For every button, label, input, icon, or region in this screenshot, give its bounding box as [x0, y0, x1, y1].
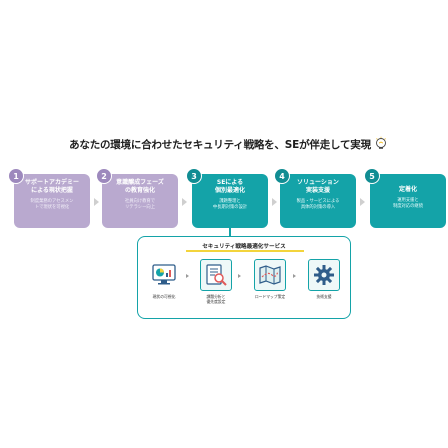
service-item-label: 課題分析と 優先度設定 — [206, 294, 226, 304]
service-item-label: 技術支援 — [316, 294, 332, 299]
step-arrow-icon — [360, 198, 365, 206]
step-3-desc: 課題整理と 中長期対策の設計 — [212, 199, 248, 210]
step-4-title: ソリューション 実装支援 — [297, 179, 339, 194]
step-1-number-badge: 1 — [8, 168, 24, 184]
service-item-roadmap: ロードマップ策定 — [250, 259, 290, 299]
step-1-card: サポートアカデミー による現状把握 制度業務のアセスメン トで現状を可視化 — [14, 174, 90, 228]
lightbulb-icon — [375, 136, 386, 149]
step-2-number-badge: 2 — [96, 168, 112, 184]
step-arrow-icon — [182, 198, 187, 206]
step-4-card: ソリューション 実装支援 製品・サービスによる 具体的対策の導入 — [280, 174, 356, 228]
headline: あなたの環境に合わせたセキュリティ戦略を、SEが伴走して実現 — [24, 134, 434, 154]
step-5-title: 定着化 — [398, 186, 417, 193]
headline-text: あなたの環境に合わせたセキュリティ戦略を、SEが伴走して実現 — [69, 138, 371, 151]
chart-monitor-icon — [148, 259, 180, 291]
step-3-title: SEによる 個別最適化 — [214, 179, 245, 194]
magnifier-checklist-icon — [200, 259, 232, 291]
service-item-label: 現状の可視化 — [152, 294, 176, 299]
step-4-desc: 製品・サービスによる 具体的対策の導入 — [296, 199, 340, 210]
step-5-card: 定着化 運用支援と 制度対応の継続 — [370, 174, 446, 228]
flow-arrow-icon — [186, 274, 189, 278]
service-panel: セキュリティ戦略最適化サービス 現状の可視化 — [137, 236, 351, 319]
connector-line — [229, 228, 231, 236]
gear-icon — [308, 259, 340, 291]
step-4-number-badge: 4 — [274, 168, 290, 184]
step-3-card: SEによる 個別最適化 課題整理と 中長期対策の設計 — [192, 174, 268, 228]
service-item-visualization: 現状の可視化 — [144, 259, 184, 299]
step-5-desc: 運用支援と 制度対応の継続 — [392, 198, 424, 209]
title-underline — [186, 250, 304, 252]
flow-arrow-icon — [293, 274, 296, 278]
step-1-title: サポートアカデミー による現状把握 — [24, 179, 79, 194]
step-arrow-icon — [94, 198, 99, 206]
step-2-card: 意識醸成フェーズ の教育強化 社員向け教育で リテラシー向上 — [102, 174, 178, 228]
step-3-number-badge: 3 — [186, 168, 202, 184]
process-steps: サポートアカデミー による現状把握 制度業務のアセスメン トで現状を可視化 1 … — [8, 168, 446, 228]
service-item-analysis: 課題分析と 優先度設定 — [196, 259, 236, 304]
step-1-desc: 制度業務のアセスメン トで現状を可視化 — [30, 199, 74, 210]
step-arrow-icon — [272, 198, 277, 206]
map-icon — [254, 259, 286, 291]
step-2-desc: 社員向け教育で リテラシー向上 — [124, 199, 156, 210]
service-item-tech-support: 技術支援 — [304, 259, 344, 299]
step-5-number-badge: 5 — [364, 168, 380, 184]
flow-arrow-icon — [238, 274, 241, 278]
step-2-title: 意識醸成フェーズ の教育強化 — [116, 179, 164, 194]
service-item-label: ロードマップ策定 — [254, 294, 286, 299]
service-title: セキュリティ戦略最適化サービス — [202, 244, 286, 250]
